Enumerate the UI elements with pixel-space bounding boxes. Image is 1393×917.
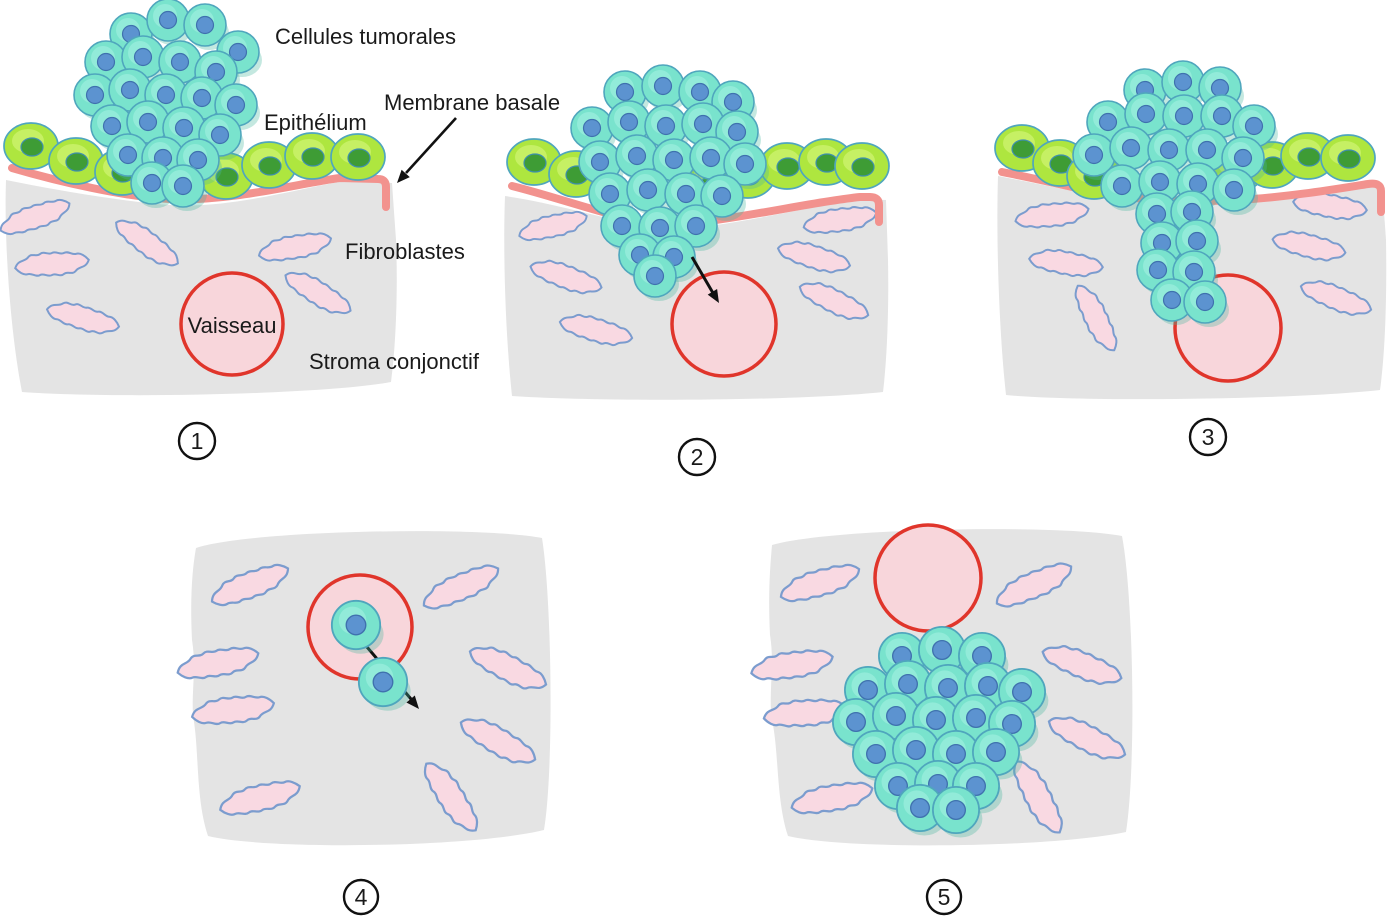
step-3-badge: 3 xyxy=(1188,417,1228,457)
panel-2: 2 xyxy=(504,64,890,477)
step-4-badge: 4 xyxy=(342,878,380,916)
invasion-arrow xyxy=(690,256,719,303)
epithelial-cell xyxy=(330,133,386,181)
step-4-number: 4 xyxy=(355,884,368,910)
step-2-badge: 2 xyxy=(677,437,717,477)
panel-4: 4 xyxy=(173,531,553,916)
panel-5: 5 xyxy=(747,523,1133,916)
label-vessel: Vaisseau xyxy=(188,313,277,338)
membrane-pointer-arrow xyxy=(397,117,457,183)
step-5-number: 5 xyxy=(938,884,951,910)
epithelial-cell xyxy=(1320,134,1376,182)
step-3-number: 3 xyxy=(1202,424,1215,450)
blood-vessel xyxy=(179,271,285,377)
panel-3: 3 xyxy=(994,60,1387,457)
label-epithelium: Epithélium xyxy=(264,110,367,135)
label-basement-membrane: Membrane basale xyxy=(384,90,560,115)
step-1-number: 1 xyxy=(191,428,204,454)
epithelial-cell xyxy=(834,142,890,190)
step-5-badge: 5 xyxy=(925,878,963,916)
panel-1: Cellules tumorales Epithélium Membrane b… xyxy=(0,0,560,461)
label-tumor-cells: Cellules tumorales xyxy=(275,24,456,49)
blood-vessel xyxy=(670,270,778,378)
step-2-number: 2 xyxy=(691,444,704,470)
label-connective-stroma: Stroma conjonctif xyxy=(309,349,480,374)
step-1-badge: 1 xyxy=(177,421,217,461)
blood-vessel xyxy=(873,523,983,633)
label-fibroblasts: Fibroblastes xyxy=(345,239,465,264)
extravasation-arrowhead xyxy=(406,695,419,709)
